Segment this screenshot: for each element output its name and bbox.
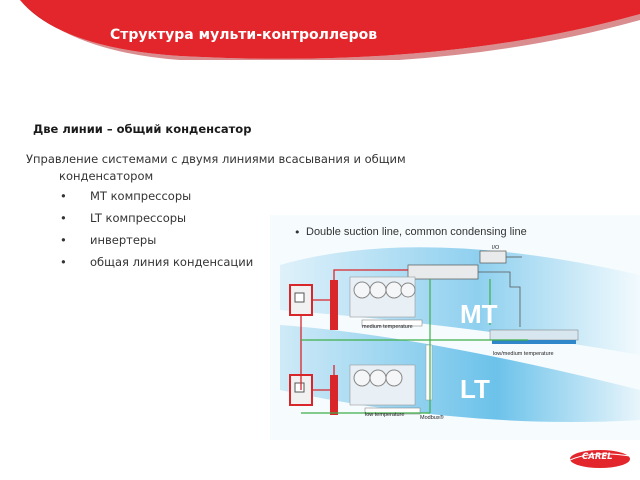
- header-banner: [0, 0, 640, 60]
- low-temperature-label: low temperature: [365, 412, 404, 418]
- carel-logo: [567, 450, 631, 468]
- io-label: I/O: [492, 245, 500, 251]
- mt-compressor-rack: [330, 276, 423, 330]
- bullet-text: общая линия конденсации: [90, 255, 254, 269]
- list-item: • MT компрессоры: [60, 185, 253, 207]
- lt-compressor-rack: [330, 344, 433, 415]
- list-item: • общая линия конденсации: [60, 251, 253, 273]
- low-medium-temperature-label: low/medium temperature: [493, 351, 554, 357]
- lt-big-label: LT: [460, 374, 490, 404]
- bullet-marker: •: [60, 255, 67, 269]
- caption-bullet: •: [294, 226, 301, 239]
- green-bus: [301, 279, 528, 414]
- bullet-marker: •: [60, 233, 67, 247]
- diagram-caption: Double suction line, common condensing l…: [306, 226, 527, 238]
- mt-big-label: MT: [460, 299, 498, 329]
- io-module: [479, 250, 507, 264]
- slide-title: Структура мульти-контроллеров: [110, 27, 378, 43]
- description-paragraph: Управление системами с двумя линиями вса…: [26, 151, 446, 185]
- bullet-text: инвертеры: [90, 233, 157, 247]
- red-wiring: [300, 269, 408, 391]
- grey-wiring: [478, 256, 522, 327]
- controller-box: [407, 264, 479, 280]
- list-item: • LT компрессоры: [60, 207, 253, 229]
- bullet-text: LT компрессоры: [90, 211, 187, 225]
- bullet-marker: •: [60, 211, 67, 225]
- display-cases: [489, 329, 579, 344]
- header-shape: [20, 0, 640, 60]
- logo-text: CAREL: [582, 452, 613, 462]
- mt-zone: [280, 247, 640, 355]
- modbus-label: Modbus®: [420, 414, 444, 421]
- bullet-list: • MT компрессоры • LT компрессоры • инверте…: [60, 185, 253, 273]
- section-subtitle: Две линии – общий конденсатор: [33, 122, 252, 136]
- paragraph-line-2: конденсатором: [59, 169, 154, 183]
- list-item: • инвертеры: [60, 229, 253, 251]
- bullet-marker: •: [60, 189, 67, 203]
- medium-temperature-label: medium temperature: [362, 324, 413, 330]
- bullet-text: MT компрессоры: [90, 189, 192, 203]
- multi-controller-diagram: MT LT medium temperature low temperature…: [270, 215, 640, 440]
- mt-field-controller: [289, 284, 313, 316]
- paragraph-line-1: Управление системами с двумя линиями вса…: [26, 152, 406, 166]
